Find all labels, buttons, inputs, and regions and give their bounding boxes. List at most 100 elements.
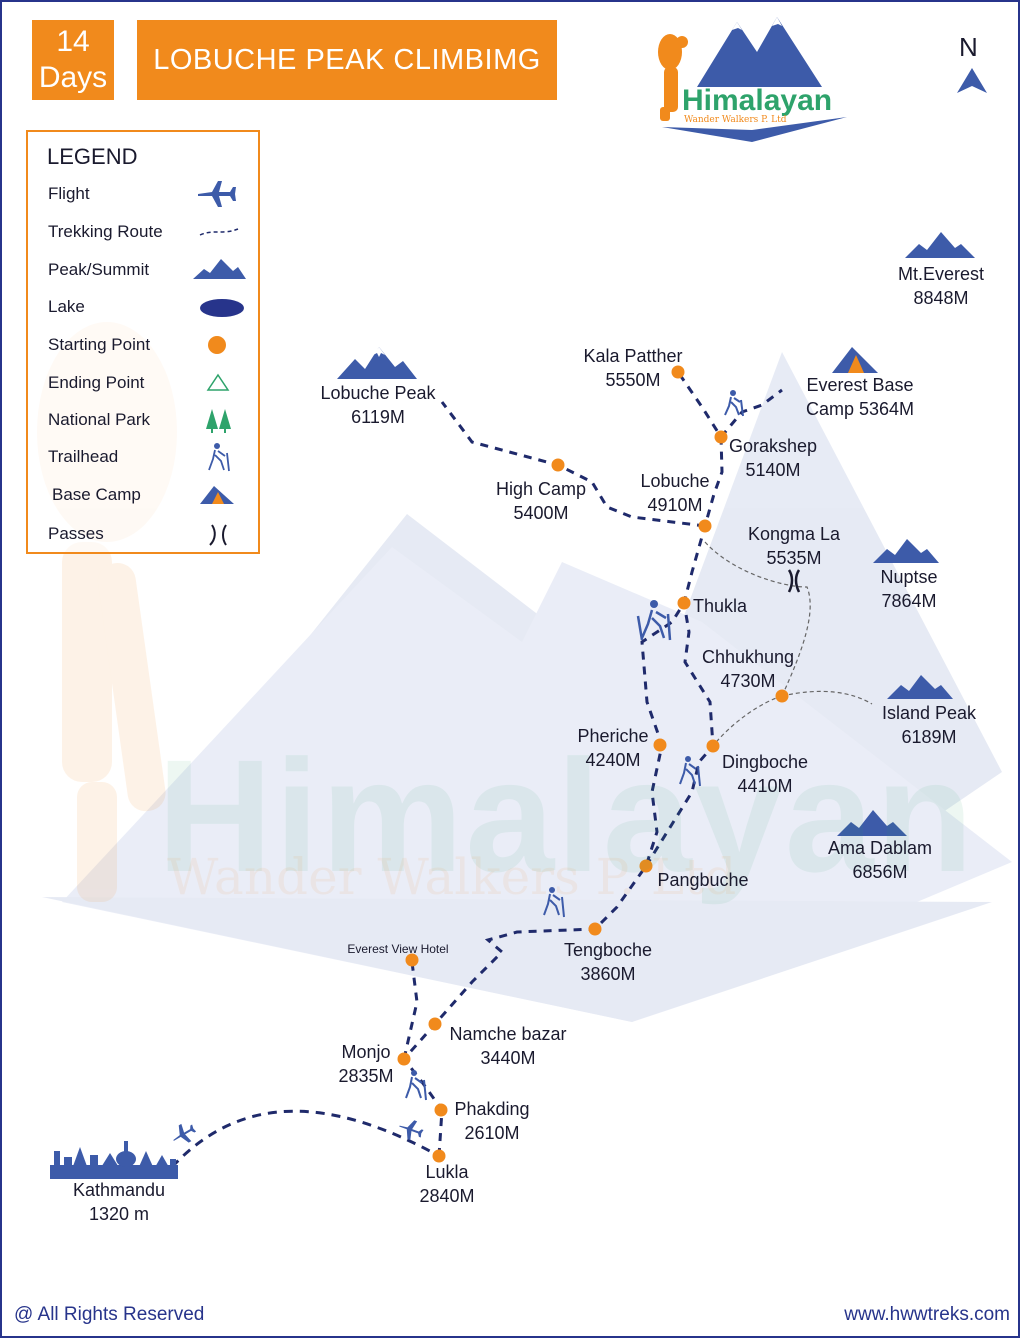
- pass-icon: [209, 524, 227, 546]
- legend-item-lake: Lake: [28, 292, 258, 322]
- route-everest-base-camp: [719, 388, 783, 438]
- place-label-thukla: Thukla: [692, 596, 748, 616]
- brand-logo[interactable]: Himalayan Wander Walkers P. Ltd: [652, 12, 852, 147]
- place-label-chhukhung: Chhukhung 4730M: [701, 647, 795, 691]
- point-high-camp[interactable]: [551, 458, 565, 472]
- place-label-kathmandu: Kathmandu 1320 m: [72, 1180, 166, 1224]
- point-thukla[interactable]: [677, 596, 691, 610]
- place-label-nuptse: Nuptse 7864M: [880, 567, 938, 611]
- route-everest-view-hotel: [402, 961, 419, 1060]
- hiker-icon: [543, 887, 565, 918]
- logo-tagline-text: Wander Walkers P. Ltd: [684, 115, 787, 125]
- legend-panel: LEGEND Flight Trekking Route Peak/Summit…: [26, 130, 260, 554]
- legend-item-national-park: National Park: [28, 405, 258, 435]
- orange-dot-icon: [208, 336, 226, 354]
- green-triangle-icon: [206, 373, 230, 391]
- place-label-pangbuche: Pangbuche: [657, 870, 749, 890]
- legend-label: Base Camp: [52, 485, 141, 504]
- airplane-icon: [198, 181, 236, 207]
- place-label-high-camp: High Camp 5400M: [495, 479, 587, 523]
- route-island-peak: [781, 690, 873, 705]
- side-routes: [704, 541, 873, 747]
- point-monjo[interactable]: [397, 1052, 411, 1066]
- peak-icons: [337, 232, 975, 836]
- route-points: [397, 365, 789, 1163]
- airplane-icon: [399, 1120, 424, 1141]
- place-label-namche-bazar: Namche bazar 3440M: [449, 1024, 567, 1068]
- legend-label: Flight: [48, 184, 90, 203]
- place-label-phakding: Phakding 2610M: [454, 1099, 530, 1143]
- place-label-monjo: Monjo 2835M: [338, 1042, 394, 1086]
- flight-routes: [170, 1109, 440, 1169]
- point-lukla[interactable]: [432, 1149, 446, 1163]
- logo-brand-text: Himalayan: [682, 84, 832, 117]
- route-dingboche-loop: [644, 602, 715, 867]
- place-label-tengboche: Tengboche 3860M: [563, 940, 653, 984]
- place-label-pheriche: Pheriche 4240M: [577, 726, 649, 770]
- legend-item-base-camp: Base Camp: [28, 480, 258, 510]
- legend-item-trailhead: Trailhead: [28, 442, 258, 472]
- north-label: N: [959, 32, 978, 62]
- place-label-lukla: Lukla 2840M: [419, 1162, 475, 1206]
- point-pangbuche[interactable]: [639, 859, 653, 873]
- point-chhukhung[interactable]: [775, 689, 789, 703]
- legend-item-peak-summit: Peak/Summit: [28, 255, 258, 285]
- place-label-everest-base-camp: Everest Base Camp 5364M: [805, 375, 915, 419]
- place-label-lobuche-peak: Lobuche Peak 6119M: [320, 383, 436, 427]
- trekking-route: [402, 371, 783, 1157]
- place-label-everest-view-hotel: Everest View Hotel: [347, 942, 449, 956]
- trees-icon: [206, 409, 231, 433]
- lake-icon: [200, 299, 244, 317]
- copyright-text: @ All Rights Reserved: [14, 1304, 205, 1325]
- mountain-icon: [873, 539, 939, 563]
- legend-label: Trekking Route: [48, 222, 163, 241]
- watermark-mountains: [42, 352, 1012, 1022]
- hiker-icon: [724, 390, 744, 417]
- point-lobuche[interactable]: [698, 519, 712, 533]
- point-gorakshep[interactable]: [714, 430, 728, 444]
- point-tengboche[interactable]: [588, 922, 602, 936]
- place-label-gorakshep: Gorakshep 5140M: [728, 436, 818, 480]
- point-namche-bazar[interactable]: [428, 1017, 442, 1031]
- legend-item-ending-point: Ending Point: [28, 368, 258, 398]
- legend-label: National Park: [48, 410, 151, 429]
- trailhead-icons: [405, 390, 744, 1101]
- point-everest-view-hotel[interactable]: [405, 953, 419, 967]
- point-pheriche[interactable]: [653, 738, 667, 752]
- duration-number: 14: [56, 25, 90, 58]
- dashed-line-icon: [199, 228, 239, 236]
- watermark-brand: Himalayan: [157, 726, 976, 905]
- route-kongma-la: [704, 541, 811, 697]
- kathmandu-skyline-icon: [50, 1141, 178, 1179]
- legend-label: Starting Point: [48, 335, 151, 354]
- point-kala-patther[interactable]: [671, 365, 685, 379]
- flight-path-kathmandu-lukla: [170, 1109, 440, 1169]
- place-label-dingboche: Dingboche 4410M: [721, 752, 809, 796]
- point-phakding[interactable]: [434, 1103, 448, 1117]
- place-label-ama-dablam: Ama Dablam 6856M: [827, 838, 933, 882]
- legend-item-flight: Flight: [28, 179, 258, 209]
- point-dingboche[interactable]: [706, 739, 720, 753]
- airplane-icon: [173, 1123, 197, 1143]
- place-label-kala-patther: Kala Patther 5550M: [583, 346, 683, 390]
- mountain-icon: [887, 675, 953, 699]
- duration-unit: Days: [38, 61, 108, 94]
- duration-badge: 14 Days: [32, 20, 114, 100]
- mountain-icon: [905, 232, 975, 258]
- place-label-kongma-la: Kongma La 5535M: [747, 524, 841, 568]
- legend-label: Lake: [48, 297, 85, 316]
- place-label-mt-everest: Mt.Everest 8848M: [897, 264, 985, 308]
- north-arrow-icon: [957, 68, 987, 93]
- hiker-icon: [405, 1070, 427, 1101]
- legend-label: Trailhead: [48, 447, 119, 466]
- place-label-island-peak: Island Peak 6189M: [881, 703, 977, 747]
- legend-label: Peak/Summit: [48, 260, 150, 279]
- route-lobuche-peak: [440, 401, 706, 528]
- mountain-icon: [337, 347, 417, 379]
- legend-item-trekking-route: Trekking Route: [28, 217, 258, 247]
- mountain-icon: [837, 810, 907, 836]
- route-main-spine: [402, 371, 724, 1157]
- website-link[interactable]: www.hwwtreks.com: [844, 1304, 1010, 1325]
- hiker-icon: [208, 443, 230, 472]
